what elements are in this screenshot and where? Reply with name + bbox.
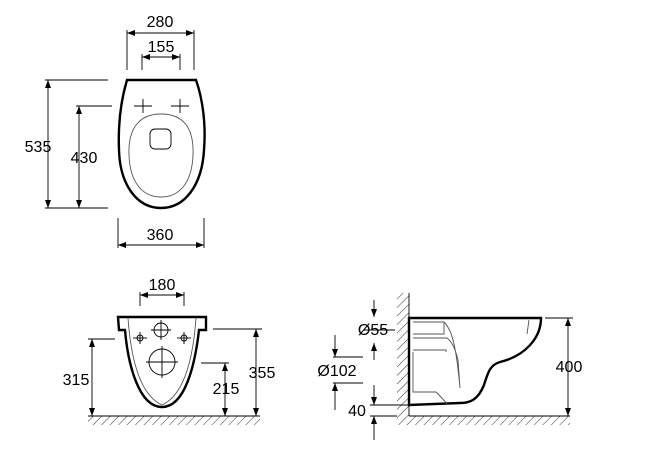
floor-hatch-front	[88, 416, 260, 425]
wall-hatch	[397, 293, 409, 416]
bowl-inner-outline	[127, 317, 197, 406]
dim-label-155: 155	[148, 39, 175, 56]
dimension-155	[141, 54, 181, 70]
dim-label-280: 280	[147, 14, 174, 31]
side-view: Ø55 Ø102 40 400	[317, 293, 582, 440]
dimension-430	[76, 105, 112, 208]
dim-label-215: 215	[213, 381, 240, 398]
dimension-400	[545, 317, 573, 416]
dimension-355	[213, 328, 262, 416]
dimension-215	[201, 362, 229, 416]
dimension-40	[370, 385, 409, 440]
dimension-ø102	[332, 335, 363, 410]
front-view: 180 315 215 355	[63, 277, 276, 425]
dim-label-40: 40	[348, 403, 366, 420]
lid-hinge-outline	[149, 128, 172, 150]
dim-label-355: 355	[249, 365, 276, 382]
bowl-outline-side	[407, 316, 543, 407]
dimension-315	[88, 338, 115, 416]
bowl-outline-front	[116, 315, 208, 409]
dim-label-535: 535	[25, 139, 52, 156]
bowl-outline-top	[117, 78, 206, 210]
dim-label-400: 400	[556, 359, 583, 376]
dimension-280	[126, 30, 195, 70]
fixing-hole-crosses	[134, 99, 189, 113]
dim-label-ø102: Ø102	[317, 363, 356, 380]
dimension-180	[139, 292, 185, 306]
top-view: 280 155 535 430 360	[25, 14, 206, 248]
dim-label-180: 180	[149, 277, 176, 294]
dim-label-430: 430	[71, 150, 98, 167]
dim-label-315: 315	[63, 372, 90, 389]
dimension-360	[117, 218, 205, 248]
seat-inner-outline	[128, 113, 194, 198]
dimension-535	[45, 79, 108, 209]
floor-hatch-side	[397, 416, 570, 425]
center-crosses	[133, 320, 191, 378]
dim-label-360: 360	[147, 227, 174, 244]
dim-label-ø55: Ø55	[358, 322, 388, 339]
dimension-ø55	[364, 300, 395, 360]
bowl-internal-lines	[412, 319, 530, 405]
